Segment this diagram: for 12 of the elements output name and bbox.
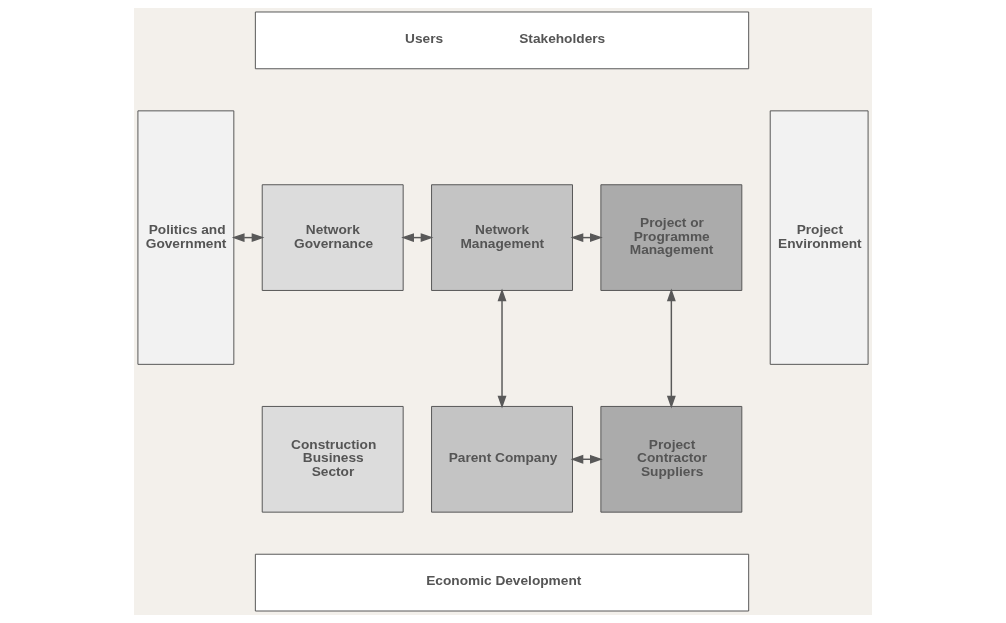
node-box: Project or Programme Management <box>600 184 743 291</box>
node-box: Network Governance <box>261 184 404 291</box>
node-box: Parent Company <box>431 405 573 513</box>
node-box: Project Environment <box>769 110 869 365</box>
node-box: Politics and Government <box>137 110 235 365</box>
node-box: Users Stakeholders <box>254 11 750 70</box>
arrow <box>497 288 507 409</box>
node-box: Economic Development <box>254 553 750 612</box>
node-box: Network Management <box>431 184 573 291</box>
arrow <box>666 288 676 409</box>
node-box: Construction Business Sector <box>261 405 404 513</box>
node-box: Project Contractor Suppliers <box>600 405 743 513</box>
